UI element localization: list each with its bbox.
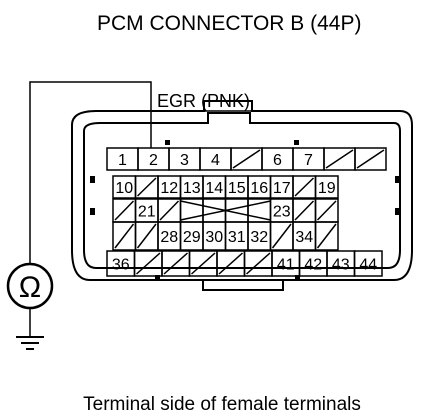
ohm-icon: Ω — [19, 271, 41, 304]
unused-terminal-slash — [136, 252, 161, 275]
unused-terminal-slash — [246, 252, 271, 275]
unused-terminal-slash — [294, 177, 315, 197]
unused-terminal-slash — [191, 252, 216, 275]
terminal-number: 30 — [205, 229, 223, 246]
terminal-number: 7 — [304, 152, 313, 169]
terminal-number: 28 — [160, 229, 178, 246]
terminal-number: 17 — [273, 180, 291, 197]
terminal-cell — [354, 147, 387, 171]
unused-terminal-slash — [114, 223, 135, 249]
terminal-number: 19 — [318, 180, 336, 197]
terminal-number: 23 — [273, 204, 291, 221]
terminal-number: 42 — [304, 257, 322, 274]
unused-terminal-slash — [294, 200, 315, 221]
unused-terminal-slash — [159, 200, 180, 221]
housing-notches — [90, 140, 400, 281]
terminal-number: 44 — [359, 257, 377, 274]
terminal-number: 32 — [250, 229, 268, 246]
terminal-number: 31 — [228, 229, 246, 246]
wire-label: EGR (PNK) — [157, 91, 250, 111]
unused-terminal-slash — [163, 252, 188, 275]
terminal-number: 6 — [273, 152, 282, 169]
terminal-number: 34 — [295, 229, 313, 246]
unused-terminal-slash — [316, 223, 337, 249]
terminal-number: 13 — [183, 180, 201, 197]
terminal-number: 4 — [211, 152, 220, 169]
terminal-number: 14 — [205, 180, 223, 197]
terminal-number: 10 — [115, 180, 133, 197]
ground-icon — [16, 336, 44, 350]
unused-terminal-slash — [136, 177, 157, 197]
terminal-number: 1 — [118, 152, 127, 169]
unused-terminal-slash — [356, 149, 385, 169]
unused-terminal-slash — [136, 223, 157, 249]
terminal-number: 15 — [228, 180, 246, 197]
unused-terminal-slash — [271, 223, 292, 249]
diagram-title: PCM CONNECTOR B (44P) — [97, 12, 361, 35]
ohmmeter: Ω — [6, 262, 54, 336]
unused-terminal-slash — [232, 149, 261, 169]
probe-wire — [29, 81, 260, 263]
unused-terminal-slash — [325, 149, 354, 169]
terminal-number: 12 — [160, 180, 178, 197]
terminal-number: 21 — [138, 204, 156, 221]
terminal-number: 36 — [112, 257, 130, 274]
unused-terminal-slash — [218, 252, 243, 275]
terminal-number: 41 — [277, 257, 295, 274]
terminal-number: 16 — [250, 180, 268, 197]
terminal-number: 2 — [149, 152, 158, 169]
terminal-number: 3 — [180, 152, 189, 169]
terminal-cell — [353, 250, 383, 277]
unused-terminal-slash — [316, 200, 337, 221]
terminal-number: 43 — [332, 257, 350, 274]
connector-housing — [71, 100, 413, 291]
unused-block-cross — [180, 200, 271, 221]
caption: Terminal side of female terminals — [83, 394, 361, 415]
terminal-number: 29 — [183, 229, 201, 246]
terminal-cell — [314, 175, 339, 199]
terminal-cell — [314, 221, 339, 251]
unused-terminal-slash — [114, 200, 135, 221]
